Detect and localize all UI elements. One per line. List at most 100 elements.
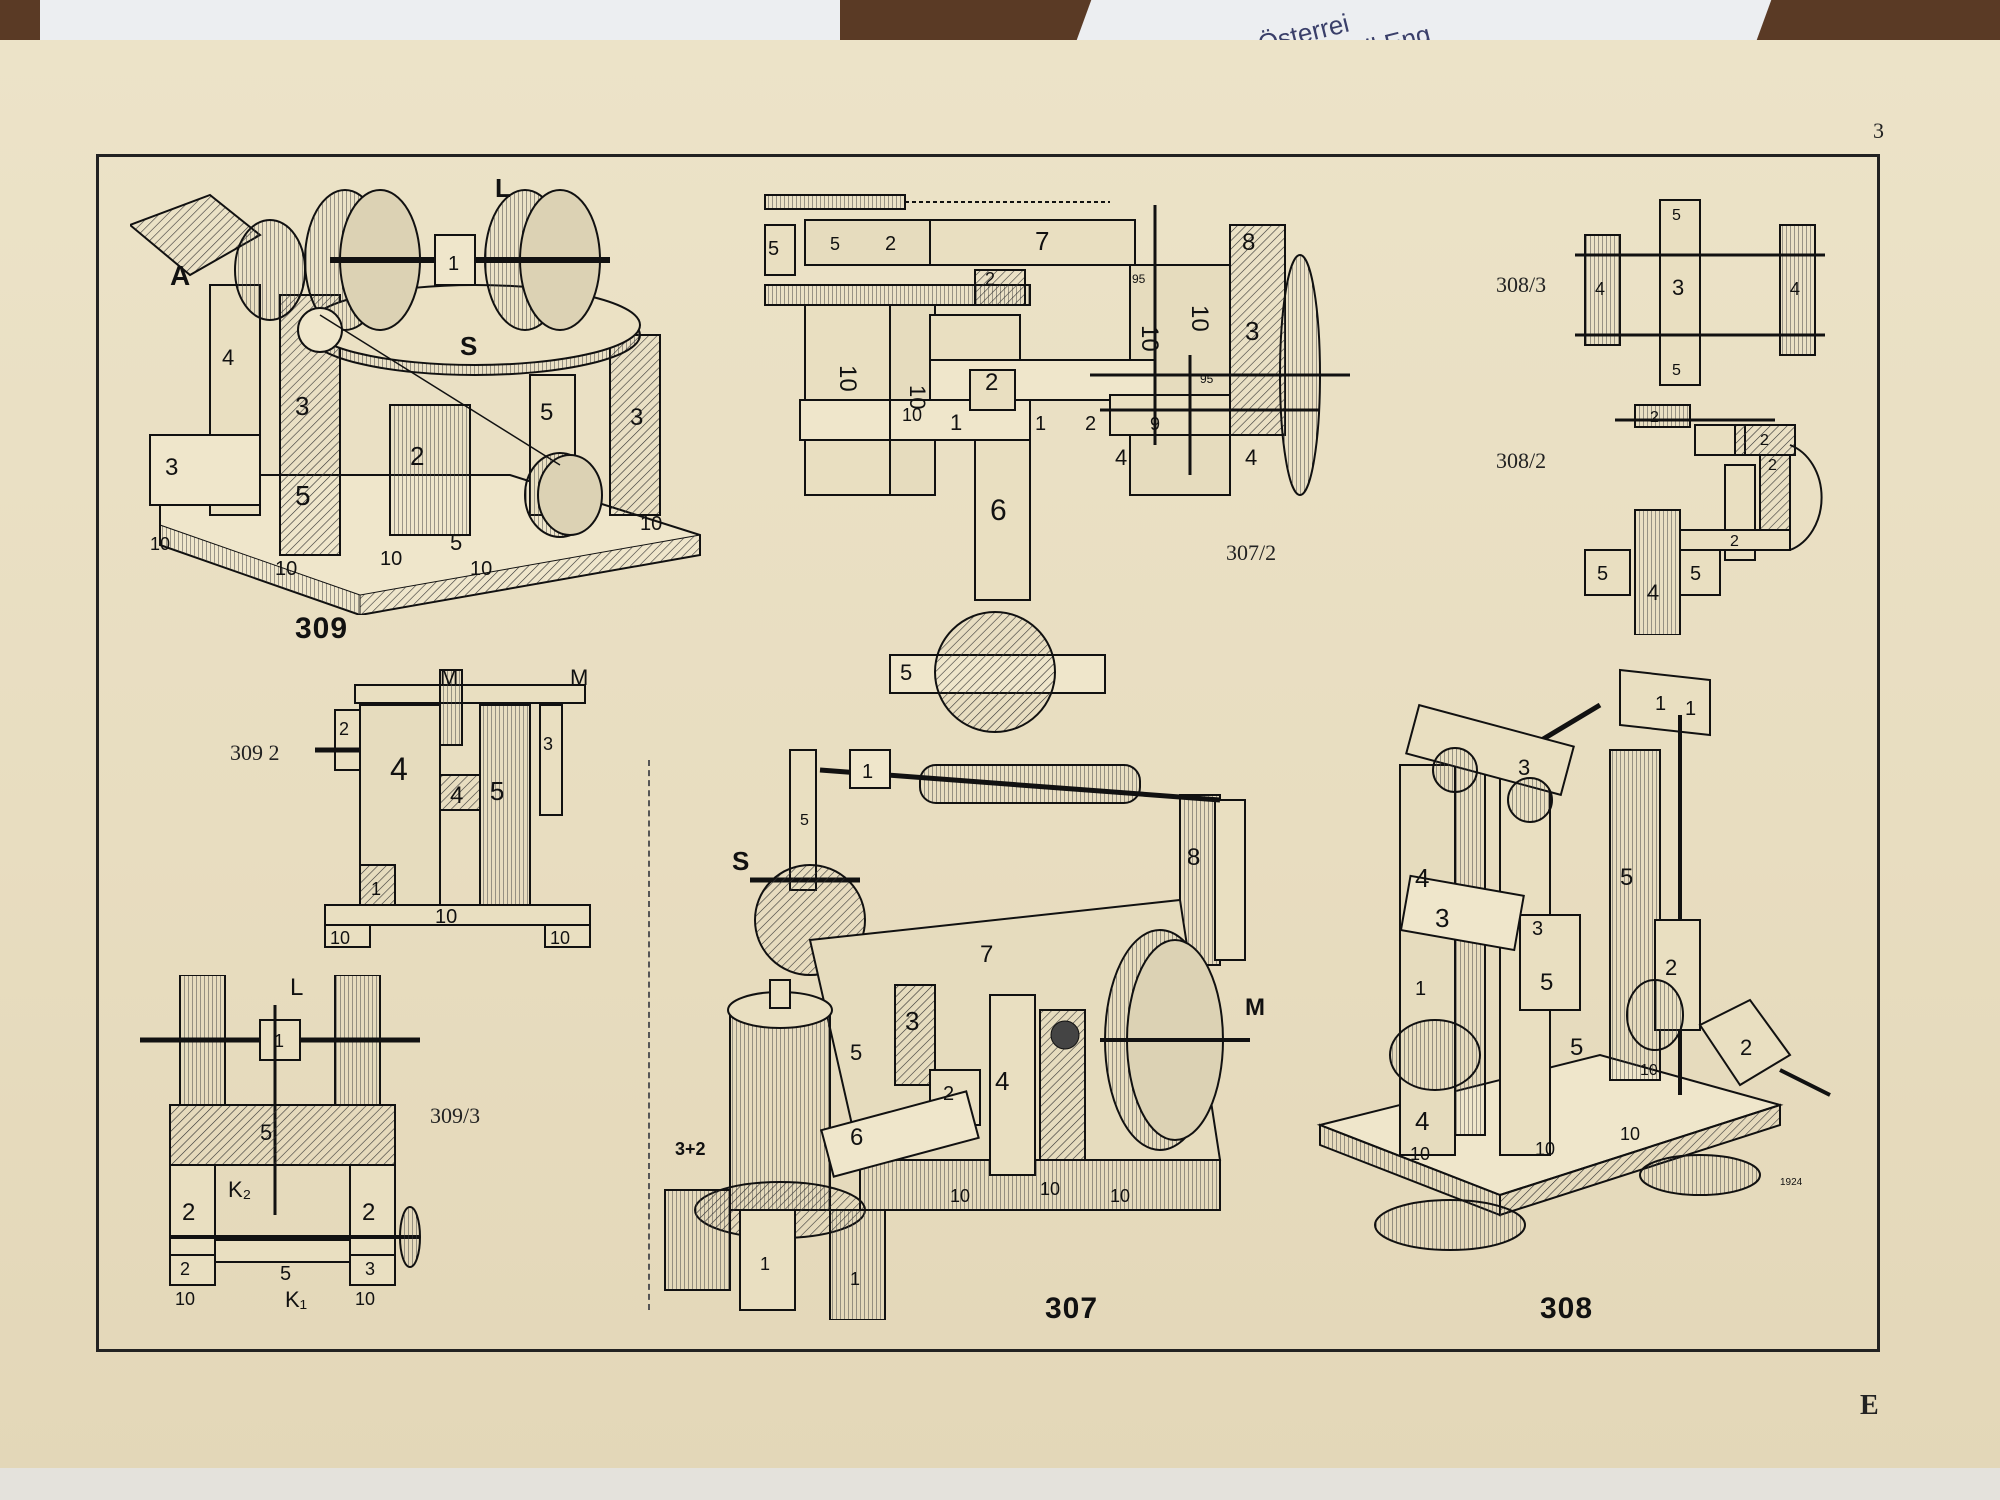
fig308-label-10c: 10 bbox=[1620, 1124, 1640, 1144]
fig307-2-label-8: 8 bbox=[1242, 229, 1255, 256]
fig307-2-label-2d: 2 bbox=[1085, 413, 1096, 435]
figure-309-2-caption: 309 2 bbox=[230, 740, 280, 765]
fig309-label-3: 3 bbox=[295, 391, 309, 421]
fig308-2-label-2d: 2 bbox=[1730, 533, 1739, 550]
fig309-3-label-5b: 5 bbox=[280, 1263, 291, 1285]
fig309-2-label-4a: 4 bbox=[390, 751, 408, 787]
fig307-2-label-9: 9 bbox=[1150, 414, 1160, 434]
fig308-3-label-3: 3 bbox=[1672, 275, 1684, 300]
fig309-label-a: A bbox=[170, 260, 190, 291]
corner-mark: E bbox=[1860, 1390, 1879, 1421]
fig308-label-4b: 4 bbox=[1415, 1106, 1429, 1136]
page-edge bbox=[0, 1468, 2000, 1500]
fig307-label-10b: 10 bbox=[1040, 1179, 1060, 1199]
fig307-2-label-4b: 4 bbox=[1245, 445, 1257, 470]
fig308-label-10a: 10 bbox=[1410, 1144, 1430, 1164]
fig308-2-label-2b: 2 bbox=[1760, 432, 1769, 449]
fig309-3-label-3: 3 bbox=[365, 1259, 375, 1279]
fig309-2-label-10a: 10 bbox=[435, 906, 457, 928]
fig307-label-2: 2 bbox=[943, 1083, 954, 1105]
fig307-label-1c: 1 bbox=[850, 1269, 860, 1289]
fig309-2-label-2: 2 bbox=[339, 719, 349, 739]
fig308-label-10d: 10 bbox=[1640, 1062, 1658, 1079]
fig309-label-3c: 3 bbox=[630, 404, 643, 431]
figure-308-3: 5 3 5 4 4 bbox=[1575, 199, 1825, 386]
fig307-label-1b: 1 bbox=[760, 1254, 770, 1274]
fig309-3-label-2c: 2 bbox=[180, 1259, 190, 1279]
plate-frame bbox=[96, 154, 1880, 1352]
fig308-2-label-2c: 2 bbox=[1768, 457, 1777, 474]
fig307-label-8: 8 bbox=[1187, 844, 1200, 871]
fig307-2-label-3: 3 bbox=[1245, 316, 1259, 346]
fig308-3-label-4: 4 bbox=[1595, 279, 1605, 299]
fig307-label-s: S bbox=[732, 846, 749, 876]
fig309-label-5: 5 bbox=[295, 480, 311, 511]
fig308-label-5b: 5 bbox=[1540, 969, 1553, 996]
fig308-label-1a: 1 bbox=[1655, 693, 1666, 715]
fig309-label-5b: 5 bbox=[540, 399, 553, 426]
fig307-2-label-5c: 5 bbox=[900, 660, 912, 685]
fig309-label-1: 1 bbox=[448, 253, 459, 275]
fig309-label-l: L bbox=[495, 175, 511, 203]
fig307-label-5a: 5 bbox=[850, 1040, 862, 1065]
fig307-label-5b: 5 bbox=[800, 812, 809, 829]
figure-308-3-caption: 308/3 bbox=[1496, 272, 1547, 297]
figure-309: A L S 1 2 3 3 3 4 5 5 5 10 10 10 10 10 bbox=[130, 175, 701, 615]
fig309-3-label-10a: 10 bbox=[175, 1289, 195, 1309]
fig307-2-label-6: 6 bbox=[990, 494, 1007, 527]
fig309-3-label-1: 1 bbox=[274, 1031, 284, 1051]
fig309-3-label-l: L bbox=[290, 975, 303, 1001]
fig308-label-3b: 3 bbox=[1435, 903, 1449, 933]
figure-308-2: 2 2 2 2 5 4 5 bbox=[1584, 404, 1823, 635]
fig308-3-label-5b: 5 bbox=[1672, 362, 1681, 379]
fig308-3-label-5a: 5 bbox=[1672, 207, 1681, 224]
figure-307-2: 5 5 2 7 8 10 10 10 10 10 2 2 1 1 2 3 4 4… bbox=[764, 194, 1350, 733]
fig309-label-10a: 10 bbox=[150, 534, 170, 554]
fig307-2-label-4a: 4 bbox=[1115, 445, 1127, 470]
fig309-3-label-2b: 2 bbox=[362, 1199, 375, 1226]
figure-308-2-caption: 308/2 bbox=[1496, 448, 1547, 473]
fig308-2-label-5a: 5 bbox=[1597, 563, 1608, 585]
fig309-label-2: 2 bbox=[410, 441, 424, 471]
figure-309-2: M M 2 4 4 5 3 1 10 10 10 bbox=[315, 665, 591, 948]
fig307-2-label-7: 7 bbox=[1035, 226, 1049, 256]
figure-307-caption: 307 bbox=[1045, 1292, 1099, 1325]
fig307-2-label-95a: 95 bbox=[1132, 272, 1146, 286]
fig307-2-label-2b: 2 bbox=[985, 269, 995, 289]
fig309-label-4: 4 bbox=[222, 345, 234, 370]
figure-307: S 1 8 M 7 3 2 4 5 5 6 3+2 10 10 10 1 1 bbox=[664, 749, 1265, 1320]
figure-309-3-caption: 309/3 bbox=[430, 1103, 481, 1128]
fig307-label-32: 3+2 bbox=[675, 1139, 706, 1159]
fig307-2-label-1b: 1 bbox=[1035, 413, 1046, 435]
fig307-label-m: M bbox=[1245, 994, 1265, 1021]
fig309-3-label-10b: 10 bbox=[355, 1289, 375, 1309]
fig309-2-label-4b: 4 bbox=[450, 782, 463, 809]
fig308-label-4a: 4 bbox=[1415, 863, 1429, 893]
fig309-2-label-m2: M bbox=[570, 665, 588, 690]
fig307-label-6: 6 bbox=[850, 1124, 863, 1151]
figure-308: 1 1 3 4 3 3 5 5 5 1 2 2 4 10 10 10 10 19… bbox=[1316, 668, 1831, 1251]
column-divider bbox=[648, 760, 650, 1310]
page-number: 3 bbox=[1873, 118, 1884, 143]
fig309-2-label-3: 3 bbox=[543, 734, 553, 754]
fig307-2-label-10a: 10 bbox=[834, 365, 861, 392]
fig308-3-label-4b: 4 bbox=[1790, 279, 1800, 299]
fig307-2-label-95b: 95 bbox=[1200, 372, 1214, 386]
fig307-2-label-2c: 2 bbox=[985, 369, 998, 396]
fig309-2-label-5: 5 bbox=[490, 776, 504, 806]
fig309-3-label-5: 5 bbox=[260, 1120, 272, 1145]
fig309-label-10c: 10 bbox=[380, 548, 402, 570]
fig307-label-7: 7 bbox=[980, 941, 993, 968]
fig308-label-5a: 5 bbox=[1620, 864, 1633, 891]
figure-309-3: L 1 5 K₂ K₁ 2 2 2 3 5 10 10 bbox=[140, 975, 421, 1312]
fig307-2-label-10d: 10 bbox=[1186, 305, 1213, 332]
fig307-label-4: 4 bbox=[995, 1066, 1009, 1096]
figure-309-caption: 309 bbox=[295, 612, 349, 645]
fig308-label-3c: 3 bbox=[1532, 918, 1543, 940]
fig309-label-3b: 3 bbox=[165, 454, 178, 481]
fig309-label-10e: 10 bbox=[640, 513, 662, 535]
fig307-label-10a: 10 bbox=[950, 1186, 970, 1206]
fig308-2-label-5b: 5 bbox=[1690, 563, 1701, 585]
fig307-2-label-5a: 5 bbox=[768, 238, 779, 260]
fig308-label-5c: 5 bbox=[1570, 1034, 1583, 1061]
